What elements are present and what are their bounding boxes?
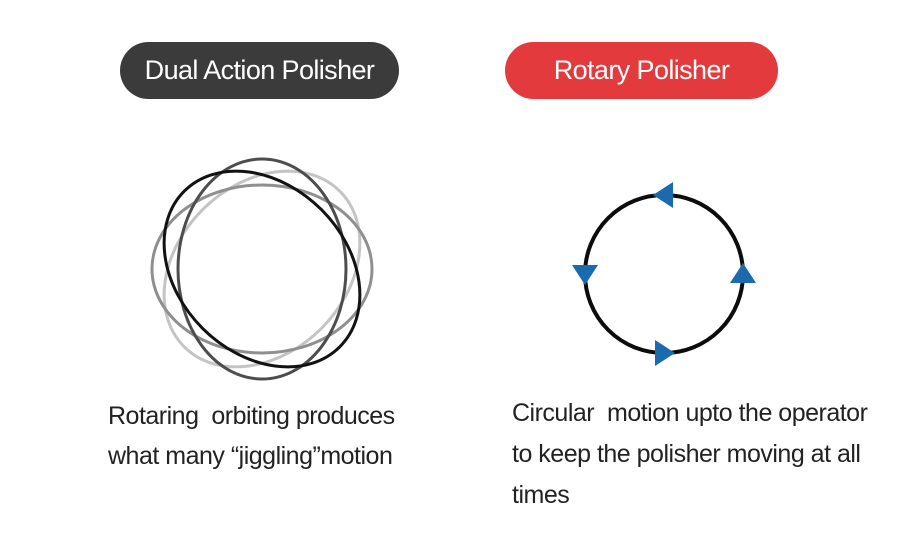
rotary-badge: Rotary Polisher <box>505 42 778 99</box>
orbit-ellipse-black <box>162 169 362 369</box>
rotary-description: Circular motion upto the operator to kee… <box>512 399 868 509</box>
dual-action-description: Rotaring orbiting produces what many “ji… <box>108 402 395 470</box>
arrowhead-top-icon <box>653 182 673 208</box>
rotary-motion-diagram <box>572 182 756 366</box>
arrowhead-right-icon <box>730 263 756 283</box>
orbit-ellipse-medium <box>150 183 374 355</box>
arrowhead-bottom-icon <box>655 340 675 366</box>
dual-action-orbit-diagram <box>150 157 374 381</box>
rotation-circle <box>583 193 745 355</box>
arrowhead-left-icon <box>572 265 598 285</box>
dual-action-badge: Dual Action Polisher <box>120 42 399 99</box>
orbit-ellipse-light <box>162 169 362 369</box>
orbit-ellipse-dark <box>176 157 348 381</box>
